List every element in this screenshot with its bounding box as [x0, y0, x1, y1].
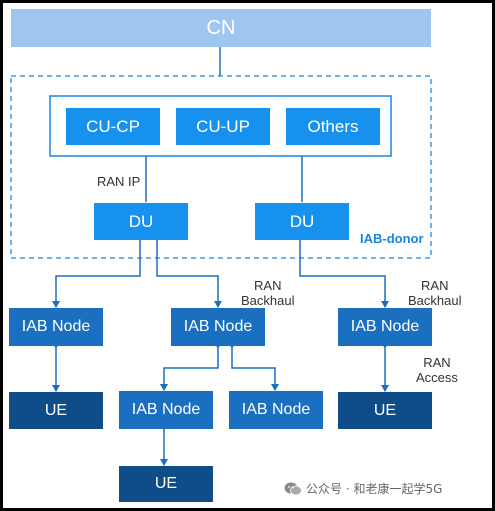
ran-ip-label: RAN IP [97, 174, 141, 189]
iab-node-5: IAB Node [229, 391, 323, 429]
ran-access-label: RAN Access [416, 355, 458, 385]
iab-node-1: IAB Node [9, 308, 103, 346]
backhaul-link-node2-node4 [160, 342, 222, 391]
du-right-box: DU [255, 203, 349, 240]
iab-node-2: IAB Node [171, 308, 265, 346]
ue-box-3: UE [338, 392, 432, 429]
iab-node-4: IAB Node [119, 391, 213, 429]
backhaul-link-du-left-node2 [153, 235, 222, 308]
iab-donor-label: IAB-donor [360, 231, 424, 246]
du-left-box: DU [94, 203, 188, 240]
backhaul-link-du-right-node3 [296, 235, 389, 308]
iab-node-3: IAB Node [338, 308, 432, 346]
backhaul-link-du-left-node1 [52, 235, 144, 308]
cu-cp-box: CU-CP [66, 108, 160, 145]
ue-box-1: UE [9, 392, 103, 429]
watermark: 公众号 · 和老康一起学5G [284, 480, 442, 497]
ran-backhaul-label-1: RAN Backhaul [241, 278, 295, 308]
backhaul-link-node2-node5 [228, 342, 279, 391]
cu-up-box: CU-UP [176, 108, 270, 145]
cn-box: CN [11, 9, 431, 47]
wechat-icon [284, 482, 302, 496]
ue-box-2: UE [119, 466, 213, 502]
watermark-text: 公众号 · 和老康一起学5G [306, 482, 443, 496]
ran-backhaul-label-2: RAN Backhaul [408, 278, 462, 308]
others-box: Others [286, 108, 380, 145]
